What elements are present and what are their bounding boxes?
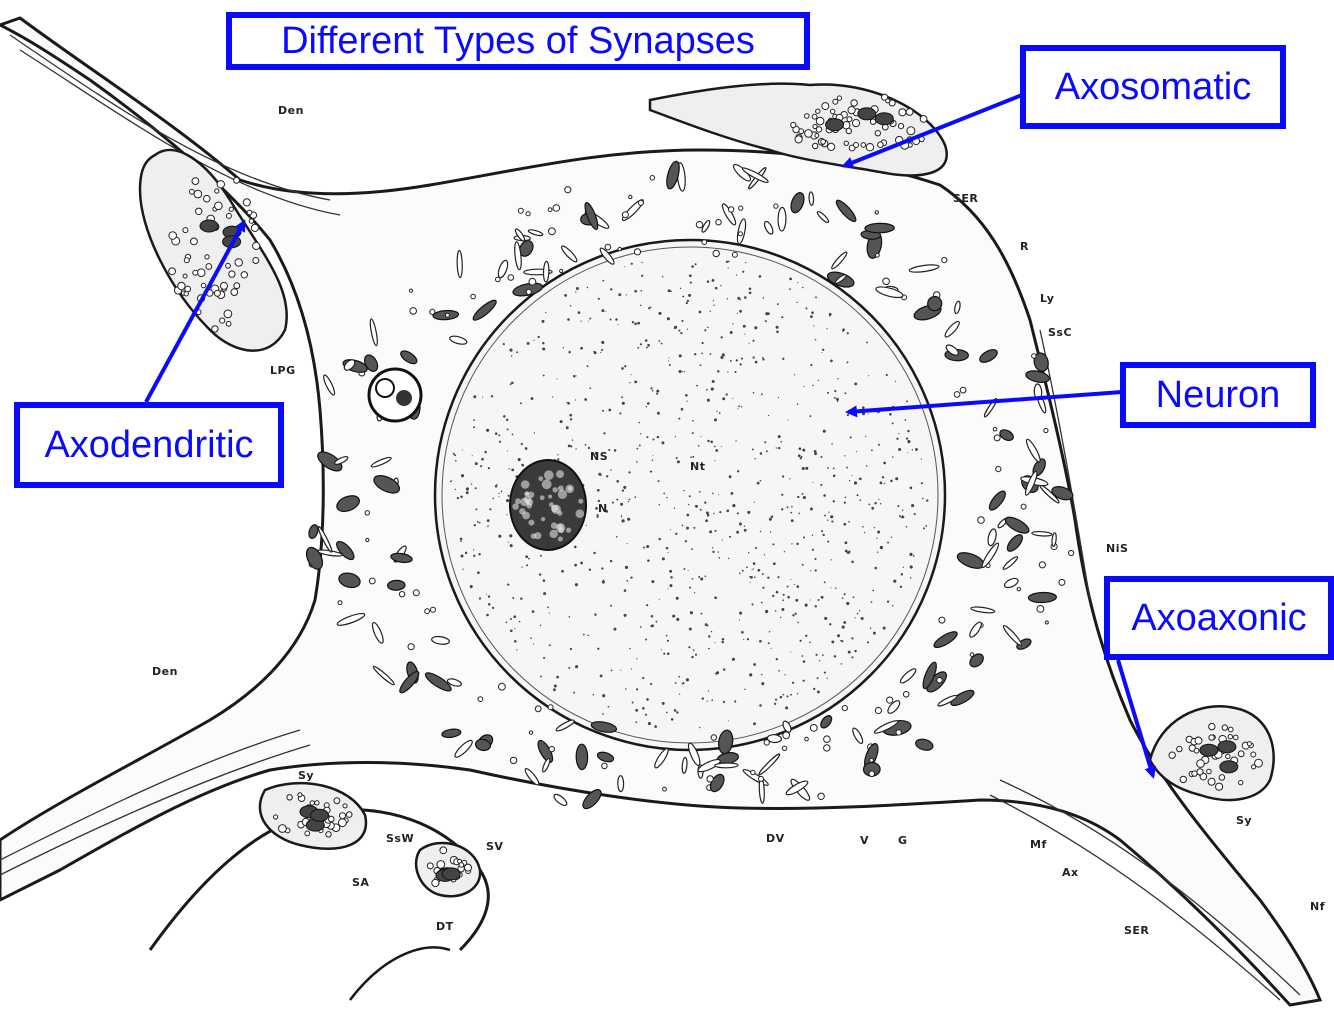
- axodendritic-label: Axodendritic: [14, 402, 284, 488]
- label-nf: Nf: [1310, 900, 1325, 913]
- label-sy-right: Sy: [1236, 814, 1252, 827]
- label-ser-bottom: SER: [1124, 924, 1149, 937]
- label-ns: NS: [590, 450, 608, 463]
- label-v: V: [860, 834, 869, 847]
- axosomatic-label: Axosomatic: [1020, 45, 1286, 129]
- label-r: R: [1020, 240, 1029, 253]
- label-lpg: LPG: [270, 364, 296, 377]
- label-sa: SA: [352, 876, 369, 889]
- label-ax: Ax: [1062, 866, 1079, 879]
- label-sv: SV: [486, 840, 503, 853]
- label-ser-top: SER: [953, 192, 978, 205]
- label-nis: NiS: [1106, 542, 1128, 555]
- diagram-title: Different Types of Synapses: [226, 12, 810, 70]
- axodendritic-terminal: [140, 150, 287, 351]
- label-n: N: [598, 502, 608, 515]
- label-den-bottom: Den: [152, 665, 178, 678]
- label-mf: Mf: [1030, 838, 1047, 851]
- label-ly: Ly: [1040, 292, 1054, 305]
- neuron-label: Neuron: [1120, 362, 1316, 428]
- label-nucleus: Nt: [690, 460, 705, 473]
- label-dv: DV: [766, 832, 785, 845]
- axoaxonic-label: Axoaxonic: [1104, 576, 1334, 660]
- label-den-top: Den: [278, 104, 304, 117]
- label-ssc: SsC: [1048, 326, 1072, 339]
- label-dt: DT: [436, 920, 454, 933]
- lipofuscin-granule: [369, 369, 421, 421]
- label-ssw: SsW: [386, 832, 414, 845]
- label-g: G: [898, 834, 908, 847]
- label-sy-left: Sy: [298, 769, 314, 782]
